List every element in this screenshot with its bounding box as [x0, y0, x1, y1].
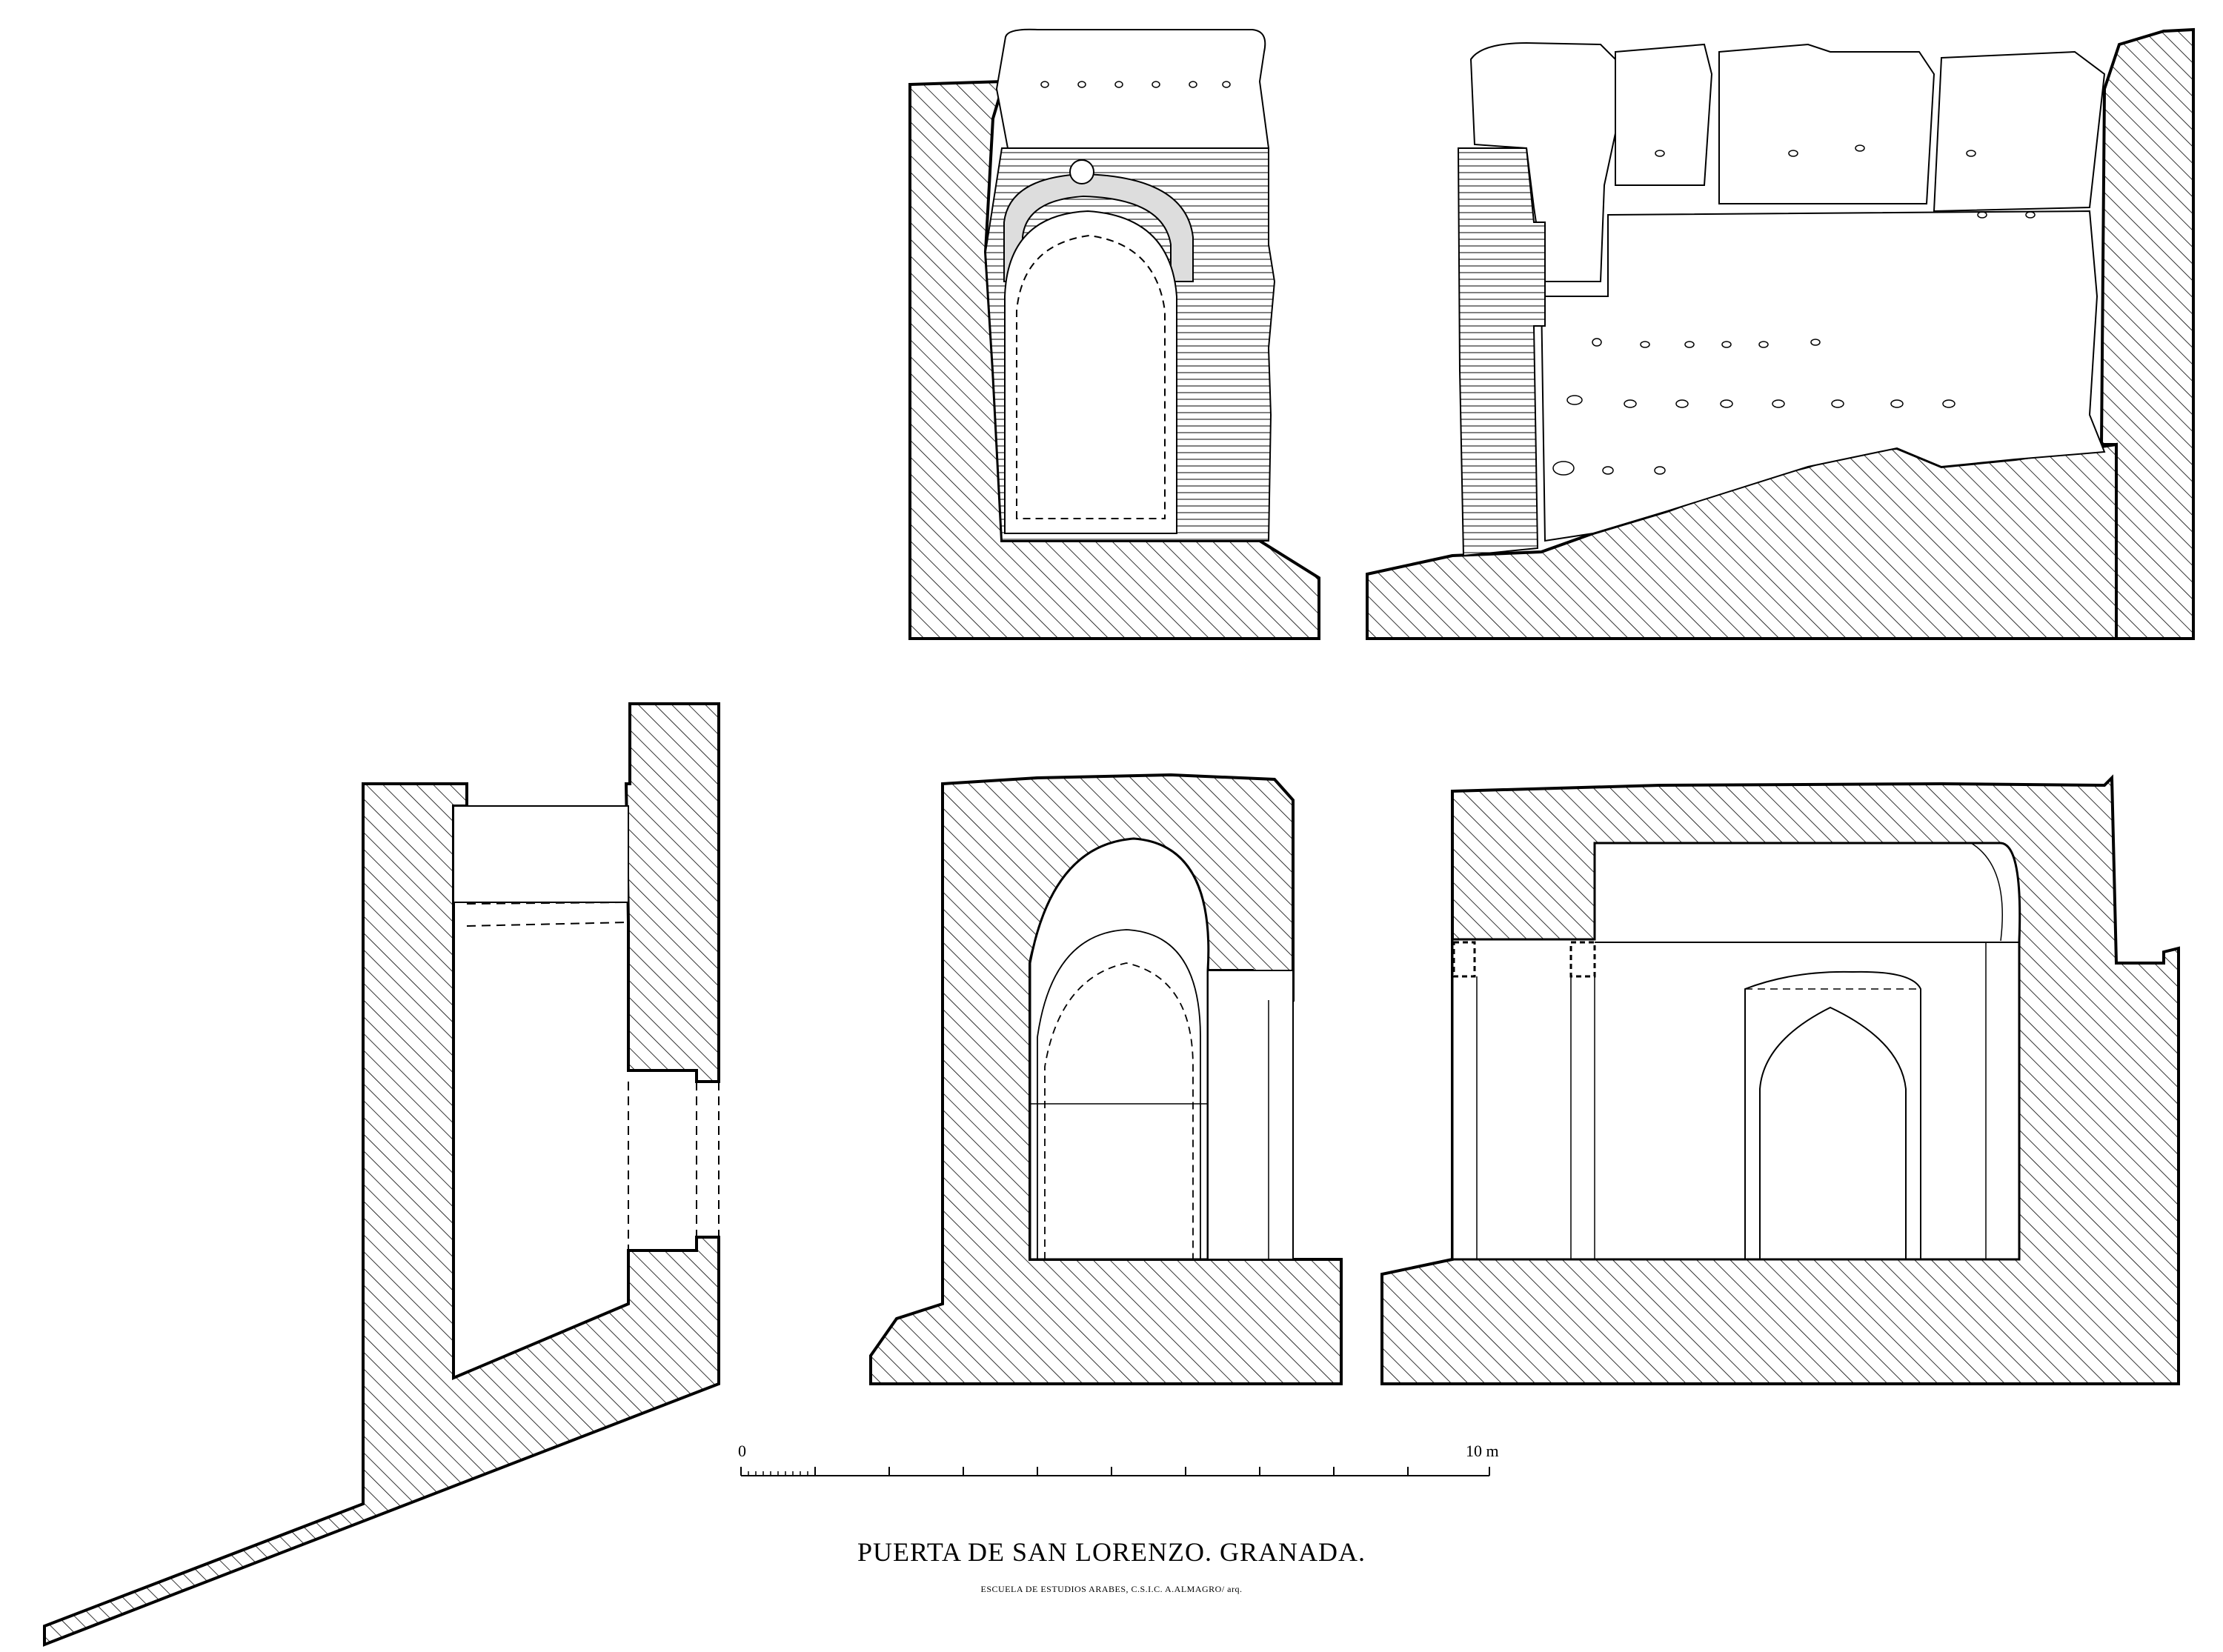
beam-socket-left	[1452, 941, 1476, 978]
scale-end-label: 10 m	[1466, 1442, 1499, 1460]
arch-intrados-solid	[1037, 929, 1201, 1259]
inner-doorway	[1744, 970, 1921, 1259]
section-transverse	[869, 773, 1343, 1385]
scale-bar	[740, 1467, 1490, 1476]
sheet-credit: ESCUELA DE ESTUDIOS ARABES, C.S.I.C. A.A…	[980, 1584, 1243, 1594]
coursed-stub	[1457, 147, 1546, 557]
plaster-field	[1540, 210, 2106, 542]
putlog-holes	[1552, 144, 2036, 476]
sheet-title: PUERTA DE SAN LORENZO. GRANADA.	[857, 1537, 1366, 1567]
passage-outline	[453, 805, 629, 903]
elevation-exterior	[908, 28, 1320, 640]
masonry-block-4	[1933, 50, 2106, 213]
plan-wall-right	[624, 702, 720, 1083]
arch-voussoirs	[1003, 173, 1194, 282]
masonry-block-3	[1718, 43, 1935, 204]
dashed-line-2	[466, 902, 629, 905]
masonry-block-2	[1615, 43, 1713, 186]
plan-walls	[43, 782, 720, 1647]
vault-curve	[1970, 842, 2003, 942]
section-longitudinal	[1380, 774, 2180, 1385]
inner-arch-dashed	[1016, 234, 1166, 519]
arch-opening	[1029, 837, 1210, 1261]
dashed-line-3	[466, 922, 629, 927]
elevation-interior	[1366, 27, 2195, 640]
inner-pointed-arch	[1759, 1006, 1907, 1259]
beam-holes	[1040, 81, 1231, 88]
scale-start-label: 0	[738, 1442, 746, 1460]
masonry-cap	[995, 28, 1270, 149]
plan	[43, 702, 720, 1647]
side-bay	[1207, 970, 1294, 1260]
beam-socket-right	[1569, 941, 1596, 978]
keystone	[1069, 159, 1094, 184]
gate-opening	[1004, 210, 1177, 534]
arch-dashed	[1044, 962, 1194, 1259]
